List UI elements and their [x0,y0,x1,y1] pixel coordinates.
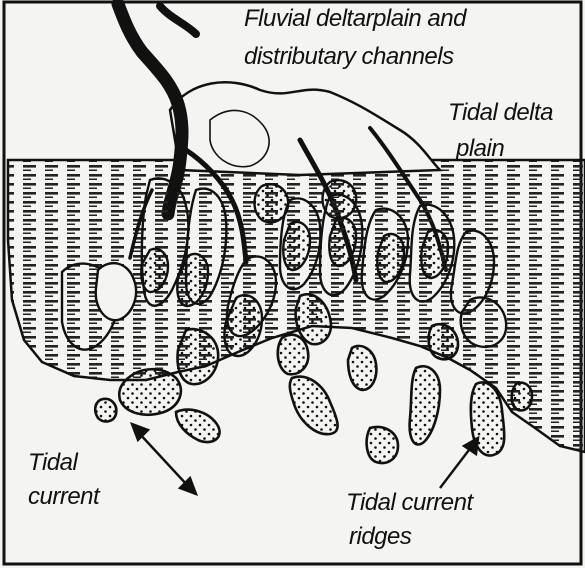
label-tidal-current-line1: Tidal [28,450,77,476]
fluvial-delta-plain [170,82,440,175]
label-ridges-line1: Tidal current [346,490,473,516]
label-tidal-current-line2: current [28,484,99,510]
ridges-pointer-arrow [440,438,478,488]
tidal-current-arrow [132,424,196,494]
label-tidal-delta-line2: plain [456,136,504,162]
label-tidal-delta-line1: Tidal delta [448,100,553,126]
label-ridges-line2: ridges [349,524,411,550]
label-fluvial-plain-line1: Fluvial deltarplain and [244,6,466,32]
label-fluvial-plain-line2: distributary channels [244,44,454,70]
